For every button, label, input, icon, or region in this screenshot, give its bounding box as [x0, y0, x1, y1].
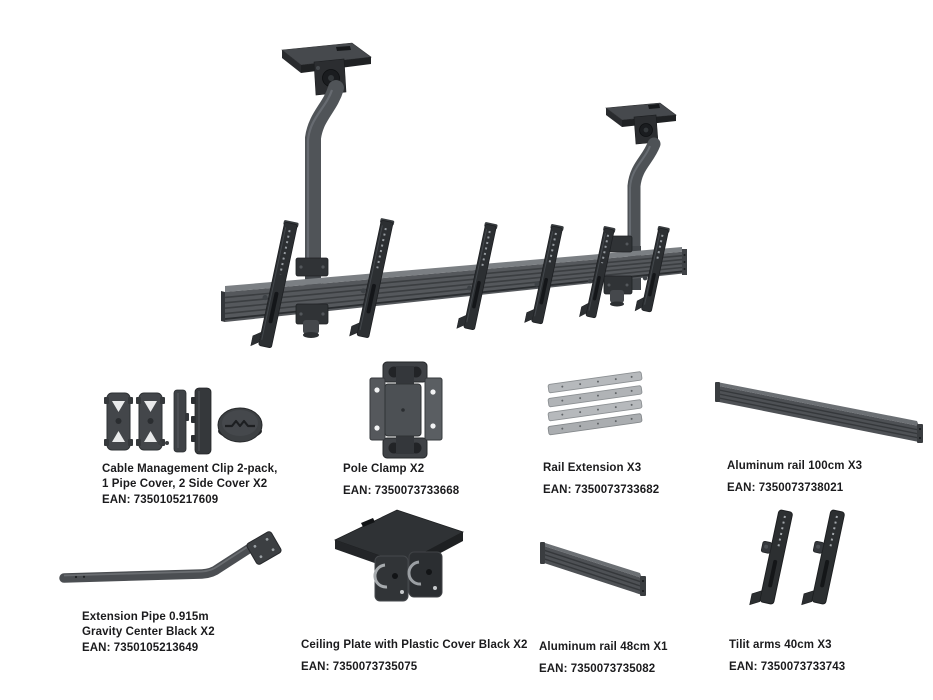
product-hero-image [221, 42, 687, 349]
part-label-ceiling-plate: Ceiling Plate with Plastic Cover Black X… [301, 638, 528, 675]
extension-pipe-thumbnail [59, 531, 282, 583]
part-name: 1 Pipe Cover, 2 Side Cover X2 [102, 478, 268, 490]
part-ean: EAN: 7350073735082 [539, 663, 656, 675]
part-name: Gravity Center Black X2 [82, 626, 215, 638]
ceiling-plate-icon [333, 509, 465, 602]
ceiling-plate-thumbnail [333, 509, 465, 602]
aluminum-rail-icon [540, 542, 646, 596]
part-name: Ceiling Plate with Plastic Cover Black X… [301, 639, 528, 651]
rail-extension-icon [547, 371, 643, 436]
tilt-arms-thumbnail [749, 509, 845, 606]
extension-pipe-icon [59, 531, 282, 583]
tilt-arm-bracket-icon [250, 220, 299, 349]
side-cover-icon [191, 387, 212, 455]
cable-clip-icon [104, 392, 133, 451]
cable-clip-icon [136, 392, 165, 451]
pole-clamp-icon [369, 361, 443, 459]
side-cover-icon [173, 389, 189, 453]
rail-extension-thumbnail [547, 371, 643, 436]
part-label-tilt-arms: Tilit arms 40cm X3 EAN: 7350073733743 [729, 638, 845, 675]
ceiling-plate-left-icon [281, 42, 372, 96]
screw-icon [158, 441, 169, 445]
part-label-aluminum-rail-100: Aluminum rail 100cm X3 EAN: 735007373802… [727, 459, 862, 496]
part-name: Rail Extension X3 [543, 462, 642, 474]
part-name: Extension Pipe 0.915m [82, 611, 209, 623]
part-ean: EAN: 7350105217609 [102, 494, 219, 506]
ceiling-plate-right-icon [605, 102, 677, 145]
tilt-arm-bracket-icon [634, 225, 670, 313]
tilt-arm-bracket-icon [579, 226, 616, 319]
aluminum-rail-icon [715, 382, 923, 443]
part-ean: EAN: 7350073733682 [543, 484, 660, 496]
part-label-extension-pipe: Extension Pipe 0.915m Gravity Center Bla… [82, 610, 215, 656]
part-name: Aluminum rail 48cm X1 [539, 641, 668, 653]
cable-management-clip-thumbnail [104, 387, 263, 455]
tilt-arm-bracket-icon [456, 222, 498, 331]
tilt-arm-icon [749, 509, 793, 606]
tilt-arm-bracket-icon [349, 218, 395, 338]
part-name: Pole Clamp X2 [343, 463, 425, 475]
pipe-cover-cap-icon [217, 407, 263, 443]
part-label-aluminum-rail-48: Aluminum rail 48cm X1 EAN: 7350073735082 [539, 640, 668, 677]
mount-rail-icon [221, 247, 687, 322]
part-name: Aluminum rail 100cm X3 [727, 460, 863, 472]
part-ean: EAN: 7350073735075 [301, 661, 418, 673]
pole-clamp-thumbnail [369, 361, 443, 459]
part-label-rail-extension: Rail Extension X3 EAN: 7350073733682 [543, 461, 659, 498]
part-name: Cable Management Clip 2-pack, [102, 463, 278, 475]
pole-clamp-left-icon [295, 257, 329, 338]
part-ean: EAN: 7350105213649 [82, 642, 199, 654]
aluminum-rail-48-thumbnail [540, 542, 646, 596]
part-ean: EAN: 7350073733743 [729, 661, 846, 673]
part-label-cable-management-clip: Cable Management Clip 2-pack, 1 Pipe Cov… [102, 462, 277, 508]
part-name: Tilit arms 40cm X3 [729, 639, 832, 651]
tilt-arm-bracket-icon [524, 224, 564, 325]
part-ean: EAN: 7350073733668 [343, 485, 460, 497]
tilt-arm-icon [801, 509, 845, 606]
part-label-pole-clamp: Pole Clamp X2 EAN: 7350073733668 [343, 462, 459, 499]
part-ean: EAN: 7350073738021 [727, 482, 844, 494]
aluminum-rail-100-thumbnail [715, 382, 923, 443]
